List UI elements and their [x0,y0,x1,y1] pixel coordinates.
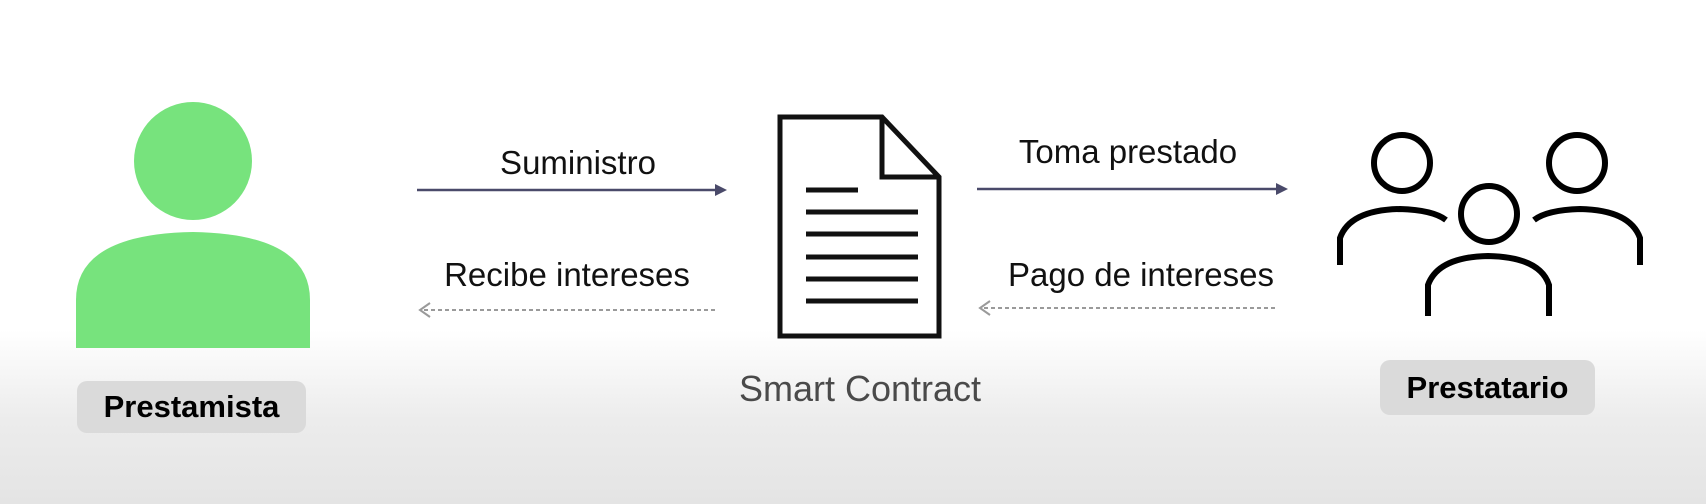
receive-interest-label: Recibe intereses [444,256,690,293]
document-icon [777,114,942,339]
borrower-label: Prestatario [1380,360,1595,415]
person-icon [76,102,310,348]
pay-interest-label: Pago de intereses [1007,256,1275,293]
lender-label-text: Prestamista [103,389,280,424]
supply-arrow [417,184,727,196]
pay-interest-arrow [978,300,1278,316]
receive-interest-arrow [418,302,718,318]
borrow-arrow [977,183,1288,195]
people-icon [1337,132,1643,316]
borrower-label-text: Prestatario [1406,369,1569,405]
supply-label: Suministro [500,144,656,181]
smart-contract-label: Smart Contract [738,368,982,409]
lender-label: Prestamista [77,381,306,433]
borrow-label: Toma prestado [1018,133,1238,170]
